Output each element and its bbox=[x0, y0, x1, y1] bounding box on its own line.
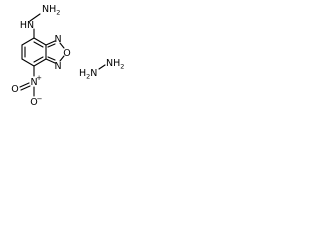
ring-oxygen: O bbox=[63, 48, 70, 59]
hydrazinyl-nh2-label: NH2 bbox=[42, 4, 60, 17]
nitro-double-bond bbox=[19, 82, 30, 88]
ring-bond bbox=[59, 42, 65, 49]
ring-bond bbox=[45, 58, 56, 64]
ring-double-bond bbox=[33, 41, 44, 48]
ring-bond bbox=[59, 55, 65, 62]
nitro-nitrogen: N bbox=[30, 77, 37, 88]
chemical-structure-diagram: N O N HN NH2 N + O O − H2N NH2 bbox=[11, 4, 124, 108]
ring-bond bbox=[33, 58, 47, 67]
ring-bond bbox=[47, 43, 56, 48]
nitro-plus-charge: + bbox=[36, 74, 42, 82]
ring-nitrogen-top: N bbox=[54, 34, 61, 45]
ring-bond bbox=[21, 37, 35, 46]
hydrazinyl-hn-label: HN bbox=[20, 20, 34, 31]
nitro-oxygen-single: O bbox=[30, 97, 37, 108]
nitro-oxygen-double: O bbox=[11, 84, 18, 95]
ring-bond bbox=[47, 56, 56, 61]
hydrazine-left-label: H2N bbox=[79, 68, 97, 81]
n-n-bond bbox=[29, 13, 41, 22]
ring-bond bbox=[33, 37, 47, 46]
ring-double-bond bbox=[33, 56, 44, 63]
hydrazine-molecule: H2N NH2 bbox=[79, 58, 124, 81]
hydrazine-n-n-bond bbox=[98, 64, 106, 70]
hydrazinyl-group: HN NH2 bbox=[20, 4, 60, 39]
ring-bond bbox=[45, 40, 56, 46]
nitro-minus-charge: − bbox=[37, 95, 43, 103]
ring-nitrogen-bottom: N bbox=[54, 61, 61, 72]
ring-bond bbox=[21, 58, 35, 67]
oxadiazole-ring bbox=[45, 40, 65, 64]
hydrazine-right-label: NH2 bbox=[106, 58, 124, 71]
nitro-group: N + O O − bbox=[11, 65, 43, 108]
benzene-ring bbox=[21, 37, 47, 67]
nitro-double-bond bbox=[20, 85, 31, 91]
